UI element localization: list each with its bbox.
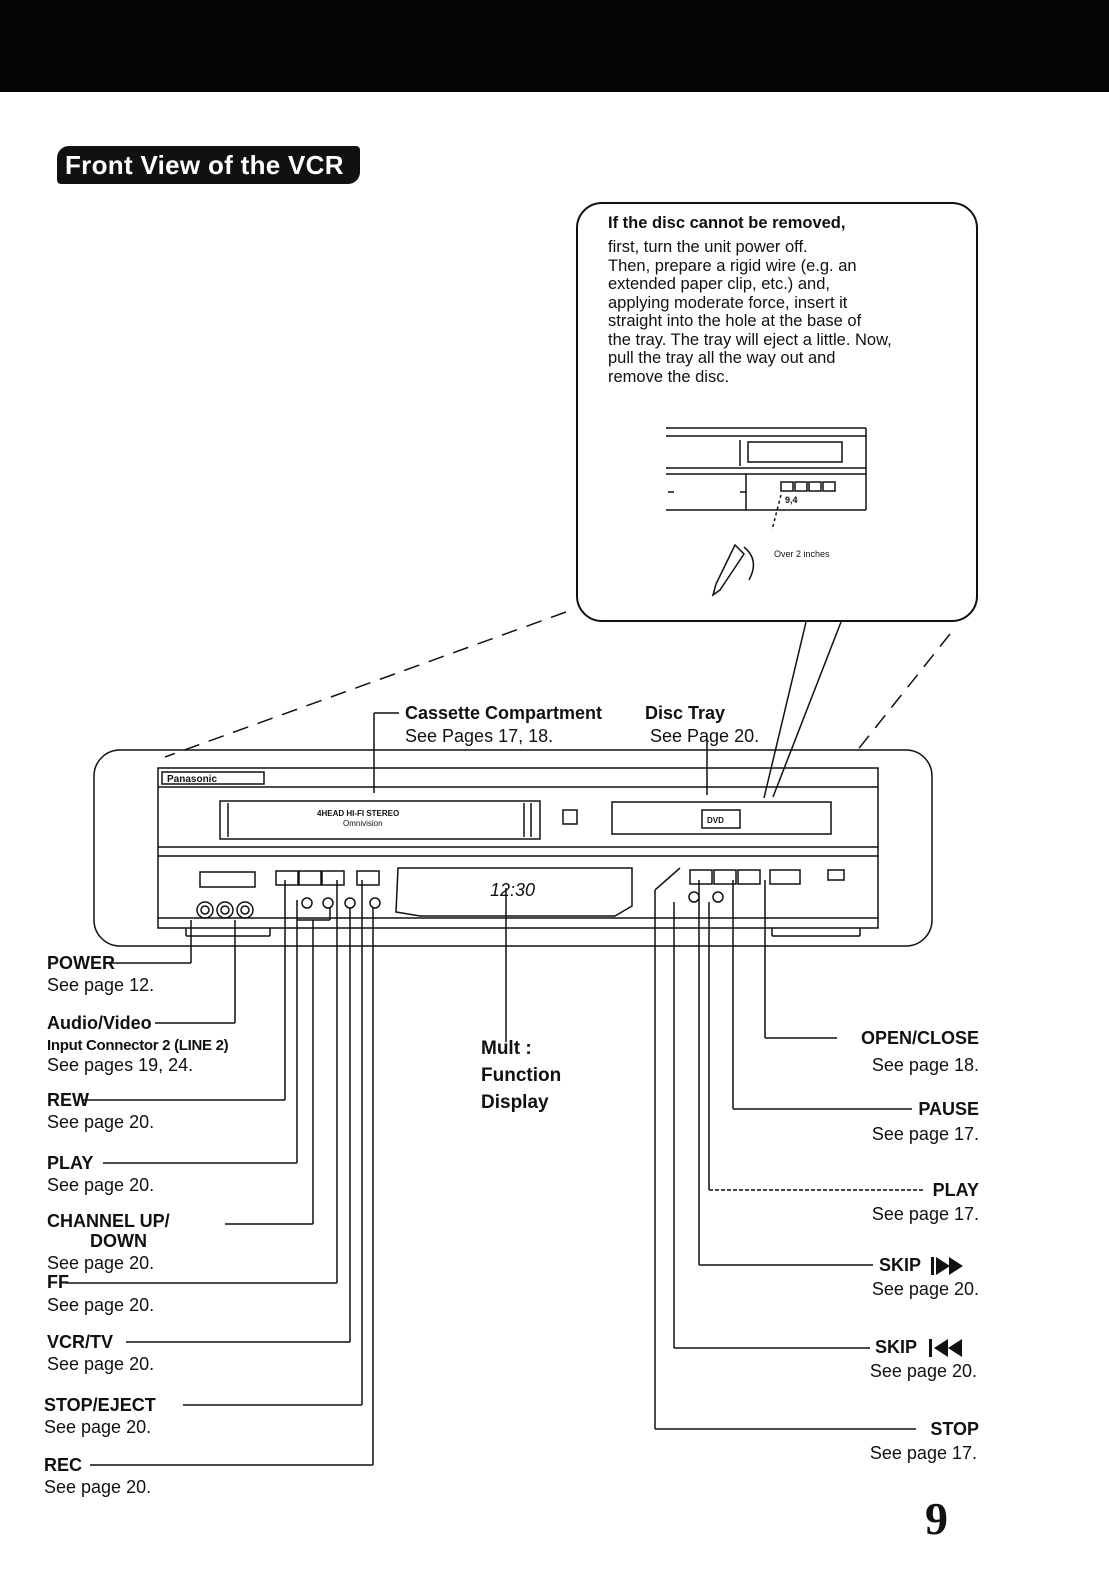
vcr-tv-ref: See page 20. [47,1354,155,1374]
inset-small-label: 9,4 [785,495,798,505]
skip-back-label: SKIP [875,1337,917,1358]
av-input-ref: See pages 19, 24. [47,1055,194,1075]
skip-back-name: SKIP [875,1337,918,1357]
stop-right-label: STOP [930,1419,979,1440]
pause-ref: See page 17. [871,1124,979,1144]
power-label: POWER [47,953,115,974]
top-black-band [0,0,1109,92]
brand-name: Panasonic [167,774,217,785]
play-left-ref: See page 20. [47,1175,155,1195]
skip-forward-name: SKIP [879,1255,922,1275]
rew-ref: See page 20. [47,1112,155,1132]
disc-tray-inset-drawing [666,427,867,597]
callout-line: pull the tray all the way out and [608,349,836,367]
cassette-compartment-name: Cassette Compartment [405,703,603,723]
inset-label: Over 2 inches [774,549,830,559]
rec-label: REC [44,1455,82,1476]
skip-back-ref: See page 20. [869,1361,977,1381]
mfd-line-2: Function [481,1065,562,1086]
callout-line: applying moderate force, insert it [608,293,848,312]
ff-ref: See page 20. [47,1295,155,1315]
ff-name: FF [47,1272,69,1292]
channel-label-2: DOWN [90,1231,147,1252]
mfd-line-1: Mult : [481,1038,532,1059]
rew-name: REW [47,1090,89,1110]
display-time: 12:30 [490,880,535,900]
channel-name-2: DOWN [90,1231,147,1251]
pause-label: PAUSE [918,1099,979,1120]
callout-line: Then, prepare a rigid wire (e.g. an [608,256,857,275]
multi-function-display-label: Mult : Function Display [481,1035,561,1116]
callout-line: the tray. The tray will eject a little. … [608,330,892,349]
cassette-label: 4HEAD HI-FI STEREO [317,809,399,818]
disc-removal-callout: If the disc cannot be removed, first, tu… [576,202,978,622]
stop-eject-ref: See page 20. [44,1417,152,1437]
av-input-sub: Input Connector 2 (LINE 2) [47,1037,229,1054]
disc-tray-name: Disc Tray [645,703,726,723]
dvd-logo: DVD [707,816,724,825]
stop-eject-name: STOP/EJECT [44,1395,156,1415]
av-input-label: Audio/Video [47,1013,152,1034]
cassette-compartment-ref: See Pages 17, 18. [405,726,554,746]
section-title: Front View of the VCR [57,146,360,184]
callout-body: first, turn the unit power off. Then, pr… [608,238,953,386]
play-right-name: PLAY [932,1180,979,1200]
vcr-tv-label: VCR/TV [47,1332,113,1353]
open-close-label: OPEN/CLOSE [861,1028,979,1049]
disc-tray-label: Disc Tray [645,703,725,724]
play-right-ref: See page 17. [871,1204,979,1224]
channel-name: CHANNEL UP/ [47,1211,170,1231]
power-name: POWER [47,953,116,973]
open-close-ref: See page 18. [871,1055,979,1075]
ff-label: FF [47,1272,69,1293]
stop-right-ref: See page 17. [869,1443,977,1463]
open-close-name: OPEN/CLOSE [860,1028,979,1048]
callout-line: first, turn the unit power off. [608,238,808,256]
rew-label: REW [47,1090,89,1111]
channel-label: CHANNEL UP/ [47,1211,170,1232]
disc-tray-ref: See Page 20. [650,726,760,746]
mfd-line-3: Display [481,1092,549,1113]
cassette-sublabel: Omnivision [343,819,383,828]
power-ref: See page 12. [47,975,155,995]
brand-badge [161,771,265,785]
stop-right-name: STOP [930,1419,979,1439]
callout-line: extended paper clip, etc.) and, [608,275,830,293]
pause-name: PAUSE [918,1099,979,1119]
rec-name: REC [44,1455,83,1475]
page-number: 9 [925,1493,948,1544]
vcr-tv-name: VCR/TV [47,1332,114,1352]
play-left-name: PLAY [47,1153,94,1173]
callout-line: straight into the hole at the base of [608,312,862,330]
skip-forward-label: SKIP [879,1255,921,1276]
skip-forward-ref: See page 20. [871,1279,979,1299]
callout-title: If the disc cannot be removed, [608,214,846,232]
rec-ref: See page 20. [44,1477,152,1497]
channel-ref: See page 20. [47,1253,155,1273]
stop-eject-label: STOP/EJECT [44,1395,156,1416]
cassette-compartment-label: Cassette Compartment [405,703,602,724]
play-right-label: PLAY [933,1180,979,1201]
av-input-name: Audio/Video [47,1013,152,1033]
play-left-label: PLAY [47,1153,93,1174]
callout-line: remove the disc. [608,367,730,386]
